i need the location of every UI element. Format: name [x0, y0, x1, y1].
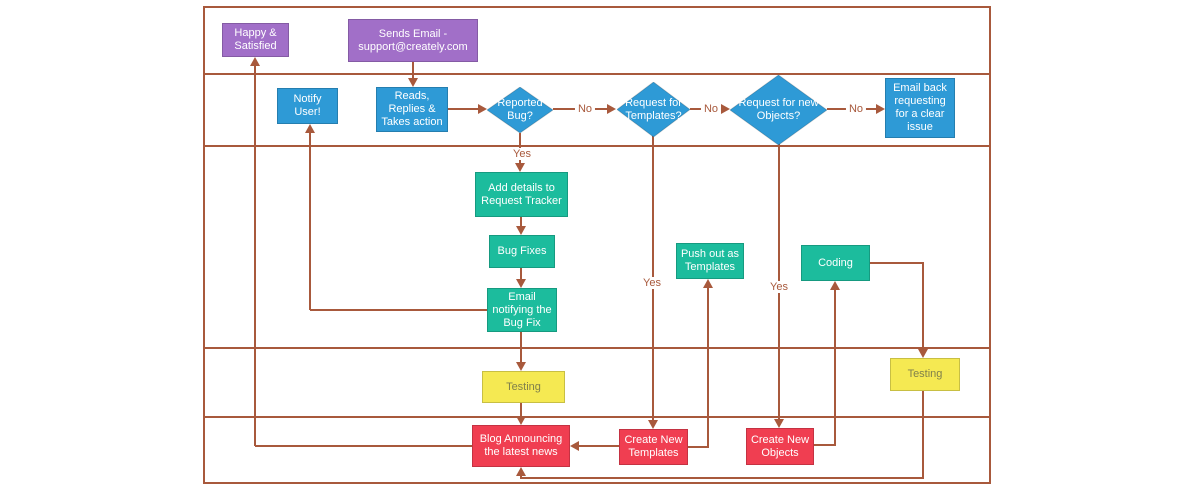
node-label: Request for Templates? — [625, 96, 682, 122]
connector-segment — [520, 332, 522, 362]
node-coding: Coding — [801, 245, 870, 281]
node-label: Sends Email - support@creately.com — [358, 27, 468, 53]
edge-label-yes-3: Yes — [767, 281, 791, 293]
node-decision-request-templates: Request for Templates? — [617, 82, 690, 137]
connector-segment — [922, 391, 924, 479]
connector-segment — [834, 290, 836, 446]
node-label: Email back requesting for a clear issue — [893, 82, 947, 133]
swimlane-divider-4 — [203, 416, 991, 418]
connector-segment — [579, 445, 619, 447]
arrowhead-icon — [703, 279, 713, 288]
edge-label-no-2: No — [700, 103, 722, 115]
node-label: Email notifying the Bug Fix — [492, 290, 552, 329]
node-create-new-objects: Create New Objects — [746, 428, 814, 465]
connector-segment — [869, 262, 923, 264]
connector-segment — [922, 262, 924, 349]
arrowhead-icon — [516, 279, 526, 288]
node-notify-user: Notify User! — [277, 88, 338, 124]
node-label: Testing — [506, 380, 541, 393]
arrowhead-icon — [516, 416, 526, 425]
connector-segment — [813, 444, 836, 446]
connector-segment — [412, 62, 414, 78]
node-reads-replies: Reads, Replies & Takes action — [376, 87, 448, 132]
node-push-out-templates: Push out as Templates — [676, 243, 744, 279]
node-label: Create New Templates — [624, 434, 683, 459]
node-label: Push out as Templates — [680, 248, 740, 273]
arrowhead-icon — [648, 420, 658, 429]
node-email-notifying: Email notifying the Bug Fix — [487, 288, 557, 332]
arrowhead-icon — [516, 226, 526, 235]
node-label: Create New Objects — [750, 433, 810, 459]
node-add-details: Add details to Request Tracker — [475, 172, 568, 217]
edge-label-yes-2: Yes — [640, 277, 664, 289]
arrowhead-icon — [516, 467, 526, 476]
connector-segment — [520, 217, 522, 226]
node-decision-request-new-objects: Request for new Objects? — [730, 75, 827, 145]
connector-segment — [310, 309, 487, 311]
swimlane-divider-2 — [203, 145, 991, 147]
connector-segment — [520, 475, 522, 479]
node-testing-right: Testing — [890, 358, 960, 391]
node-label: Notify User! — [293, 93, 322, 118]
node-email-back: Email back requesting for a clear issue — [885, 78, 955, 138]
arrowhead-icon — [830, 281, 840, 290]
arrowhead-icon — [516, 362, 526, 371]
node-label: Testing — [907, 368, 943, 380]
connector-segment — [255, 445, 472, 447]
arrowhead-icon — [607, 104, 616, 114]
node-testing-left: Testing — [482, 371, 565, 403]
arrowhead-icon — [570, 441, 579, 451]
connector-segment — [521, 477, 923, 479]
connector-segment — [520, 403, 522, 416]
node-label: Bug Fixes — [497, 245, 547, 257]
node-label: Reported Bug? — [497, 97, 543, 122]
diamond-shape-icon — [487, 87, 553, 133]
arrowhead-icon — [774, 419, 784, 428]
arrowhead-icon — [918, 349, 928, 358]
swimlane-divider-3 — [203, 347, 991, 349]
arrowhead-icon — [721, 104, 730, 114]
node-label: Happy & Satisfied — [234, 27, 277, 52]
connector-segment — [309, 133, 311, 310]
arrowhead-icon — [876, 104, 885, 114]
connector-segment — [520, 268, 522, 279]
diamond-shape-icon — [617, 82, 690, 137]
node-decision-reported-bug: Reported Bug? — [487, 87, 553, 133]
arrowhead-icon — [250, 57, 260, 66]
arrowhead-icon — [305, 124, 315, 133]
diagram-frame — [203, 6, 991, 484]
swimlane-divider-1 — [203, 73, 991, 75]
node-blog-announcing: Blog Announcing the latest news — [472, 425, 570, 467]
edge-label-no-3: No — [845, 103, 867, 115]
arrowhead-icon — [515, 163, 525, 172]
node-label: Reads, Replies & Takes action — [381, 90, 443, 128]
node-label: Blog Announcing the latest news — [479, 433, 563, 458]
node-label: Add details to Request Tracker — [481, 181, 562, 207]
arrowhead-icon — [408, 78, 418, 87]
connector-segment — [687, 446, 709, 448]
node-create-new-templates: Create New Templates — [619, 429, 688, 465]
connector-segment — [448, 108, 478, 110]
node-bug-fixes: Bug Fixes — [489, 235, 555, 268]
node-happy-satisfied: Happy & Satisfied — [222, 23, 289, 57]
edge-label-no-1: No — [574, 103, 596, 115]
connector-segment — [707, 288, 709, 448]
diamond-shape-icon — [730, 75, 827, 145]
arrowhead-icon — [478, 104, 487, 114]
node-sends-email: Sends Email - support@creately.com — [348, 19, 478, 62]
edge-label-yes-1: Yes — [510, 148, 534, 160]
connector-segment — [254, 66, 256, 446]
node-label: Request for new Objects? — [738, 97, 819, 122]
node-label: Coding — [818, 256, 853, 269]
